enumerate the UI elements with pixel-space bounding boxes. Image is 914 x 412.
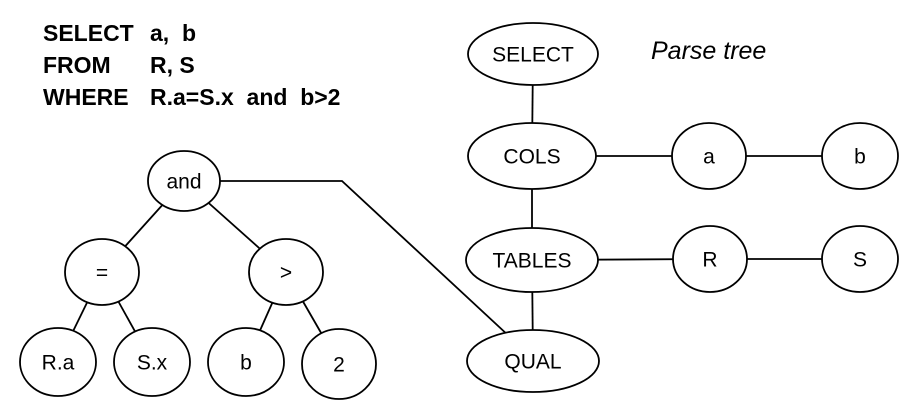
sql-args-where: R.a=S.x and b>2 — [150, 84, 341, 110]
parse-tree-edges — [184, 53, 860, 362]
node-col-a-label: a — [703, 145, 715, 168]
node-sx: S.x — [113, 327, 191, 397]
sql-keyword-from: FROM — [43, 52, 111, 78]
sql-line-where: WHERE R.a=S.x and b>2 — [43, 81, 340, 113]
node-cols-shape — [467, 122, 597, 190]
sql-args-from: R, S — [150, 52, 195, 78]
node-b-operand: b — [207, 327, 285, 397]
node-col-b: b — [821, 122, 899, 190]
node-select-shape — [467, 22, 599, 86]
node-gt-shape — [248, 238, 324, 306]
node-table-r-label: R — [702, 248, 717, 271]
node-and: and — [147, 150, 221, 212]
parse-tree-caption: Parse tree — [651, 37, 767, 65]
node-col-a: a — [671, 122, 747, 190]
sql-query-text: SELECT a, b FROM R, S WHERE R.a=S.x and b>2 — [43, 17, 340, 113]
node-2-operand-shape — [301, 328, 377, 400]
node-qual: QUAL — [466, 329, 600, 393]
node-b-operand-label: b — [240, 351, 252, 374]
sql-keyword-where: WHERE — [43, 84, 129, 110]
node-eq: = — [64, 238, 140, 306]
node-eq-shape — [64, 238, 140, 306]
node-cols-label: COLS — [503, 145, 560, 168]
sql-keyword-select: SELECT — [43, 20, 134, 46]
node-table-s-shape — [821, 225, 899, 293]
node-eq-label: = — [96, 261, 108, 284]
node-ra-shape — [19, 327, 97, 397]
sql-line-select: SELECT a, b — [43, 17, 340, 49]
sql-args-select: a, b — [150, 20, 197, 46]
node-select-label: SELECT — [492, 43, 574, 66]
node-col-a-shape — [671, 122, 747, 190]
node-table-r: R — [672, 225, 748, 293]
node-ra: R.a — [19, 327, 97, 397]
node-and-label: and — [166, 170, 201, 193]
node-tables-label: TABLES — [493, 249, 572, 272]
node-2-operand-label: 2 — [333, 353, 345, 376]
node-gt-label: > — [280, 261, 292, 284]
node-table-r-shape — [672, 225, 748, 293]
node-cols: COLS — [467, 122, 597, 190]
node-and-shape — [147, 150, 221, 212]
node-tables-shape — [465, 227, 599, 293]
node-qual-shape — [466, 329, 600, 393]
node-select: SELECT — [467, 22, 599, 86]
edge-and-qual — [184, 180, 511, 338]
node-col-b-shape — [821, 122, 899, 190]
node-sx-shape — [113, 327, 191, 397]
node-table-s-label: S — [853, 248, 867, 271]
node-ra-label: R.a — [42, 351, 75, 374]
node-col-b-label: b — [854, 145, 866, 168]
node-gt: > — [248, 238, 324, 306]
node-table-s: S — [821, 225, 899, 293]
node-2-operand: 2 — [301, 328, 377, 400]
node-qual-label: QUAL — [504, 350, 561, 373]
node-b-operand-shape — [207, 327, 285, 397]
node-sx-label: S.x — [137, 351, 168, 374]
sql-line-from: FROM R, S — [43, 49, 340, 81]
node-tables: TABLES — [465, 227, 599, 293]
